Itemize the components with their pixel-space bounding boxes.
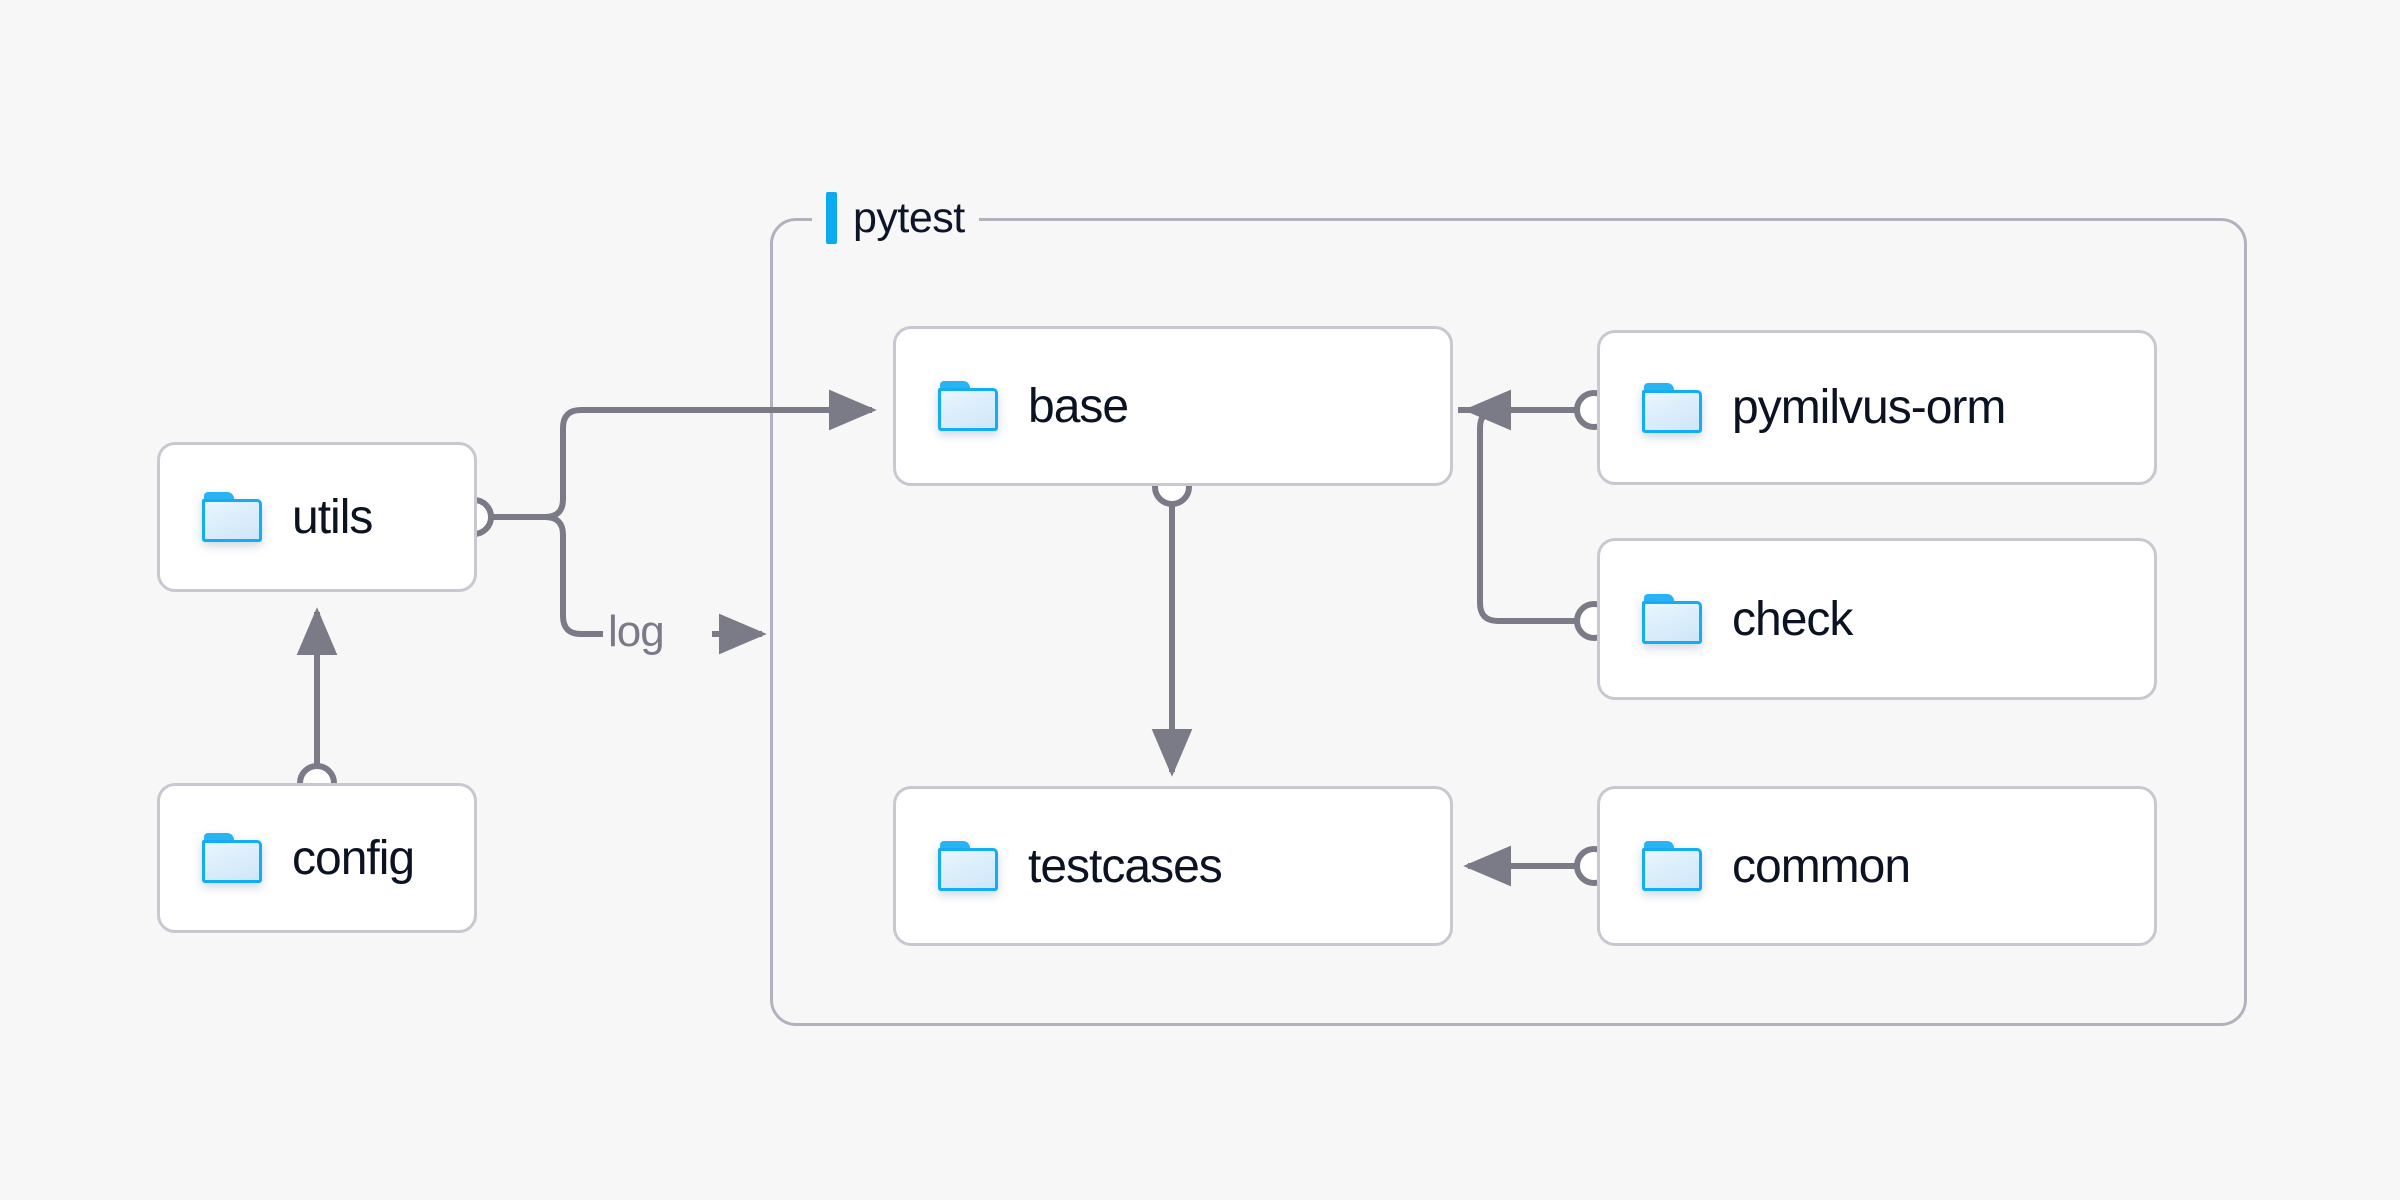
node-config[interactable]: config <box>157 783 477 933</box>
node-utils[interactable]: utils <box>157 442 477 592</box>
edge-utils-to-log <box>544 514 603 637</box>
folder-icon <box>1642 382 1702 433</box>
group-title: pytest <box>853 193 965 242</box>
node-label: common <box>1732 839 1911 893</box>
node-pymilvus-orm[interactable]: pymilvus-orm <box>1597 330 2157 485</box>
pytest-group-container[interactable] <box>770 218 2247 1026</box>
folder-icon <box>202 492 262 542</box>
group-accent-bar <box>826 192 837 244</box>
node-base[interactable]: base <box>893 326 1453 486</box>
edge-utils-to-base <box>544 389 877 520</box>
node-label: testcases <box>1028 839 1223 893</box>
edge-label-log: log <box>608 607 665 656</box>
node-testcases[interactable]: testcases <box>893 786 1453 946</box>
folder-icon <box>938 841 998 891</box>
node-label: config <box>292 831 415 885</box>
pytest-group-label: pytest <box>812 190 979 246</box>
folder-icon <box>202 833 262 883</box>
node-common[interactable]: common <box>1597 786 2157 946</box>
node-label: base <box>1028 379 1129 433</box>
folder-icon <box>1642 841 1702 891</box>
folder-icon <box>1642 594 1702 644</box>
node-label: check <box>1732 592 1853 646</box>
node-label: utils <box>292 490 373 544</box>
edge-pymilvus-to-base <box>1477 407 1576 624</box>
node-label: pymilvus-orm <box>1732 381 2006 434</box>
node-check[interactable]: check <box>1597 538 2157 700</box>
folder-icon <box>938 381 998 431</box>
